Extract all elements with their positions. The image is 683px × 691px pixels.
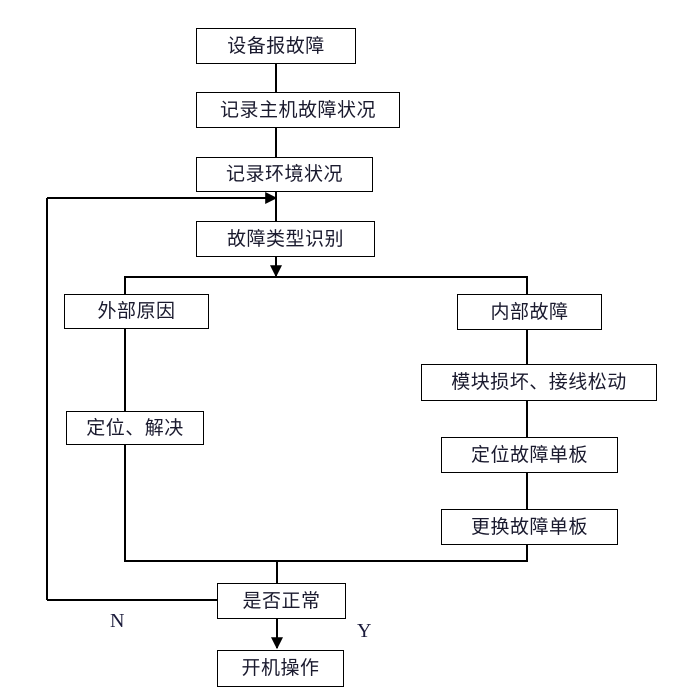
node-equipment-fault-report[interactable]: 设备报故障 — [196, 28, 356, 64]
node-label: 外部原因 — [97, 301, 176, 322]
node-label: 开机操作 — [241, 658, 320, 679]
node-label: 定位、解决 — [86, 417, 184, 439]
node-label: 记录主机故障状况 — [219, 99, 376, 121]
node-label: 定位故障单板 — [470, 444, 588, 466]
node-internal-fault[interactable]: 内部故障 — [457, 294, 602, 330]
node-locate-fault-board[interactable]: 定位故障单板 — [441, 437, 618, 473]
edge-label-yes: Y — [357, 620, 372, 642]
node-label: 记录环境状况 — [225, 164, 343, 185]
edge-label-no: N — [110, 610, 125, 632]
node-module-damage-loose-wiring[interactable]: 模块损坏、接线松动 — [421, 364, 657, 401]
node-power-on-operation[interactable]: 开机操作 — [217, 650, 344, 687]
node-label: 模块损坏、接线松动 — [451, 372, 627, 393]
node-is-normal-decision[interactable]: 是否正常 — [217, 583, 346, 619]
node-external-cause[interactable]: 外部原因 — [64, 294, 209, 329]
node-label: 设备报故障 — [227, 35, 325, 57]
bottom-spacer — [0, 687, 683, 691]
node-label: 故障类型识别 — [226, 228, 344, 250]
node-replace-fault-board[interactable]: 更换故障单板 — [441, 509, 618, 545]
node-locate-resolve[interactable]: 定位、解决 — [66, 411, 204, 445]
node-label: 内部故障 — [490, 301, 569, 323]
node-label: 是否正常 — [242, 590, 321, 612]
node-label: 更换故障单板 — [470, 516, 588, 538]
node-fault-type-identify[interactable]: 故障类型识别 — [196, 221, 375, 257]
node-record-environment[interactable]: 记录环境状况 — [196, 157, 373, 192]
node-record-host-fault[interactable]: 记录主机故障状况 — [196, 92, 400, 128]
